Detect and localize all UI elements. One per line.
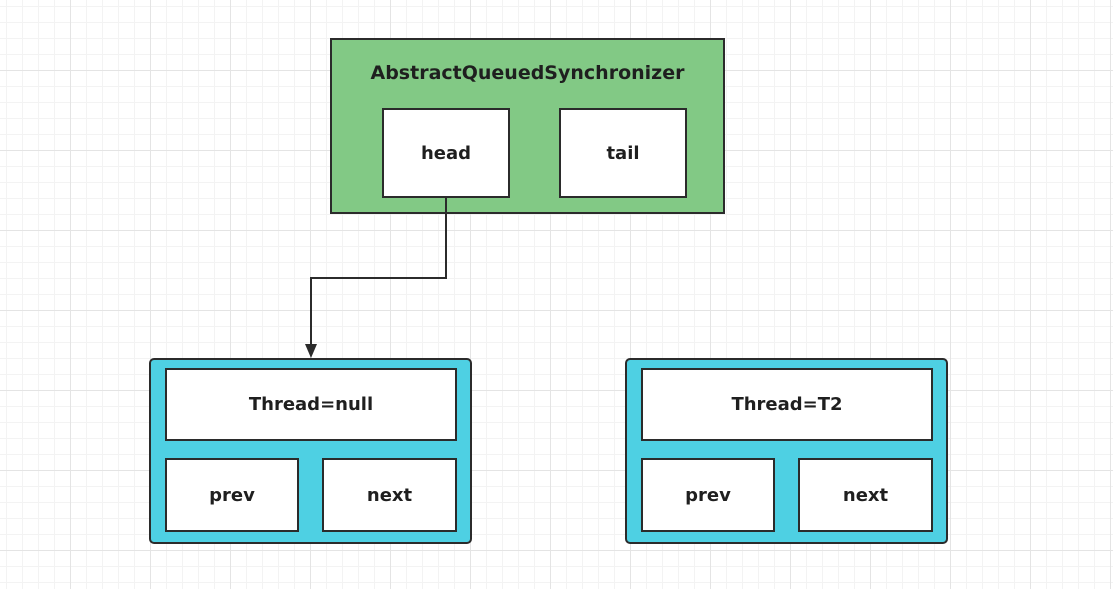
node-2-thread-label: Thread=T2 <box>731 394 843 415</box>
aqs-title: AbstractQueuedSynchronizer <box>370 62 685 84</box>
head-label: head <box>420 142 472 164</box>
head-field: head <box>382 108 510 198</box>
node-2-next-field: next <box>798 458 933 532</box>
node-2-prev-field: prev <box>641 458 775 532</box>
node-1-thread-label: Thread=null <box>248 394 374 415</box>
node-1-next-field: next <box>322 458 457 532</box>
connector-line <box>310 198 447 346</box>
node-1-next-label: next <box>366 484 413 506</box>
tail-label: tail <box>606 142 640 164</box>
node-1-prev-field: prev <box>165 458 299 532</box>
node-2-prev-label: prev <box>685 484 731 506</box>
node-1-prev-label: prev <box>209 484 255 506</box>
arrowhead <box>305 344 317 358</box>
node-2-next-label: next <box>842 484 889 506</box>
node-2-thread-field: Thread=T2 <box>641 368 933 441</box>
tail-field: tail <box>559 108 687 198</box>
node-1-thread-field: Thread=null <box>165 368 457 441</box>
